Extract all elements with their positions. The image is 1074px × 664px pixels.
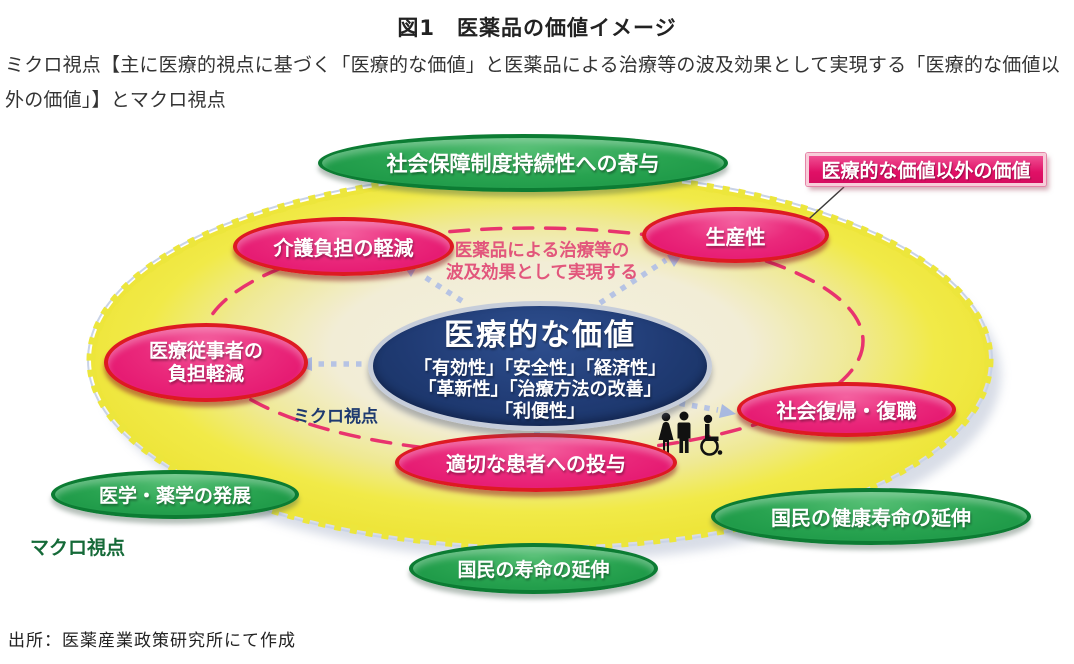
- node-care-burden: 介護負担の軽減: [233, 217, 454, 276]
- node-label: 社会保障制度持続性への寄与: [386, 152, 660, 176]
- macro-viewpoint-label: マクロ視点: [30, 533, 125, 560]
- micro-viewpoint-text: ミクロ視点: [293, 407, 378, 427]
- node-medical-science: 医学・薬学の発展: [51, 470, 299, 519]
- node-label: 生産性: [705, 224, 766, 249]
- woman-icon: [658, 412, 674, 453]
- node-life-extension: 国民の寿命の延伸: [409, 543, 658, 594]
- node-healthcare-workers: 医療従事者の 負担軽減: [104, 323, 308, 402]
- figure-title: 図1 医薬品の価値イメージ: [397, 16, 677, 40]
- field-dotted-rim: [86, 169, 994, 551]
- macro-viewpoint-text: マクロ視点: [30, 537, 126, 559]
- medical-value-line2: 「革新性」「治療方法の改善」: [418, 379, 662, 401]
- callout-label: 医療的な価値以外の価値: [821, 160, 1031, 182]
- node-label: 医学・薬学の発展: [98, 485, 251, 507]
- wheelchair-icon: [700, 414, 723, 456]
- spillover-line2: 波及効果として実現する: [446, 263, 638, 283]
- node-return-to-work: 社会復帰・復職: [737, 382, 956, 437]
- node-label: 介護負担の軽減: [273, 236, 414, 260]
- source-note: 出所：医薬産業政策研究所にて作成: [8, 631, 296, 650]
- figure-subtitle: ミクロ視点【主に医療的視点に基づく「医療的な価値」と医薬品による治療等の波及効果…: [5, 54, 1060, 111]
- micro-viewpoint-label: ミクロ視点: [293, 402, 378, 427]
- node-social-security: 社会保障制度持続性への寄与: [318, 134, 728, 192]
- node-healthy-life-extension: 国民の健康寿命の延伸: [711, 488, 1031, 545]
- medical-value-title: 医療的な価値: [444, 317, 636, 353]
- node-label-line2: 負担軽減: [167, 362, 244, 385]
- node-appropriate-administration: 適切な患者への投与: [395, 433, 677, 492]
- node-label: 適切な患者への投与: [446, 452, 626, 476]
- spillover-line1: 医薬品による治療等の: [454, 241, 630, 261]
- node-productivity: 生産性: [642, 207, 829, 263]
- medical-value-line1: 「有効性」「安全性」「経済性」: [414, 357, 666, 379]
- node-label: 国民の健康寿命の延伸: [771, 506, 971, 530]
- node-label-line1: 医療従事者の: [148, 339, 263, 362]
- callout-non-medical-value: 医療的な価値以外の価値: [806, 153, 1046, 186]
- spillover-note: 医薬品による治療等の 波及効果として実現する: [437, 240, 647, 284]
- node-medical-value: 医療的な価値 「有効性」「安全性」「経済性」 「革新性」「治療方法の改善」 「利…: [368, 301, 712, 431]
- node-label: 社会復帰・復職: [776, 399, 917, 423]
- arrow-to-return-to-work: [654, 396, 736, 418]
- people-icons: [658, 411, 723, 456]
- man-icon: [677, 411, 691, 453]
- medical-value-line3: 「利便性」: [495, 400, 585, 422]
- node-label: 国民の寿命の延伸: [457, 559, 610, 581]
